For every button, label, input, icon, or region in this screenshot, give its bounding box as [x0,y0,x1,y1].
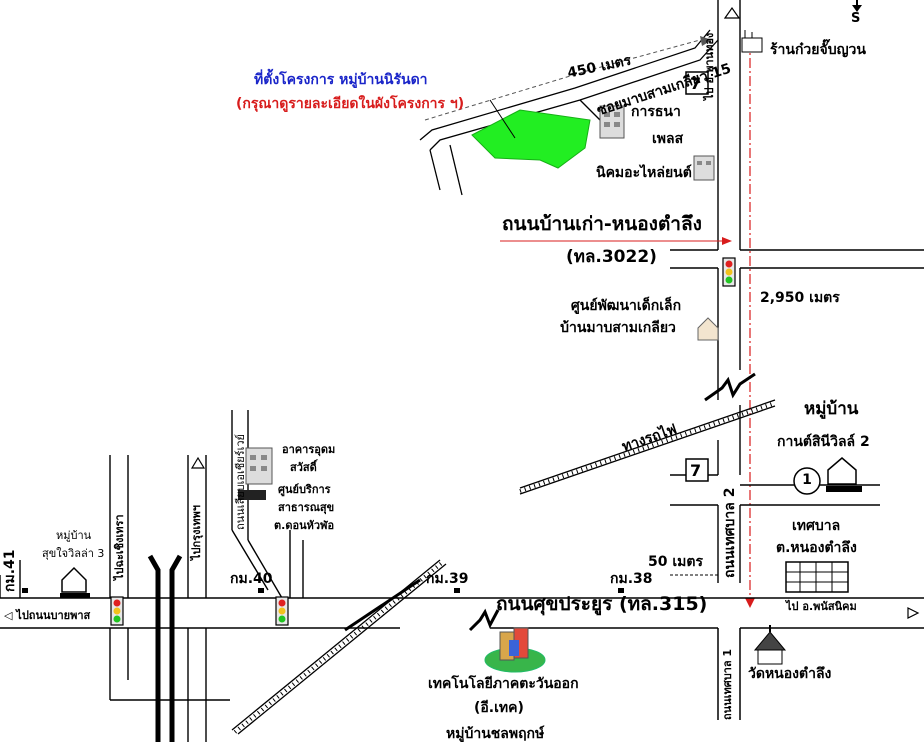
building-icon [599,105,625,139]
soi-arrow-head [700,36,712,46]
road-ban-kao: ถนนบ้านเก่า-หนองตำลึง [502,213,702,235]
landmark-kanthsini-2: กานต์สินีวิลล์ 2 [777,434,870,450]
project-title: ที่ตั้งโครงการ หมู่บ้านนิรันดา [254,72,428,88]
km-markers [22,588,624,593]
seven-eleven-south: 7 [685,458,709,482]
project-note: (กรุณาดูรายละเอียดในผังโครงการ ฯ) [236,96,465,112]
overpass [147,554,183,742]
landmark-health-2: สาธารณสุข [278,501,335,514]
soi-dashed [424,39,701,121]
apartment-icon [238,447,273,500]
landmark-nikhom: นิคมอะไหล่ยนต์ [596,165,692,181]
village-icon-kanthsini [793,457,862,495]
road-break-lower [468,608,500,632]
ban-kao-road [500,240,924,269]
project-pointer [489,99,516,139]
compass-arrow [852,0,862,12]
landmark-kanthsini-1: หมู่บ้าน [804,399,859,419]
landmark-etech-1: เทคโนโลยีภาคตะวันออก [428,676,579,692]
landmark-bottom-village: หมู่บ้านชลพฤกษ์ [446,726,545,742]
label-km38: กม.38 [610,571,653,587]
road-to-bangkok: ไปกรุงเทพฯ [190,505,203,560]
landmark-udom-2: สวัสดิ์ [290,461,317,474]
factory-icon [693,155,715,181]
landmark-tesaban-office-1: เทศบาล [792,518,841,534]
svg-text:7: 7 [690,74,701,93]
road-to-phanthong: ไป อ.พานทอง [703,32,716,100]
landmark-tesaban-office-2: ต.หนองตำลึง [776,540,857,556]
soi-road [419,29,719,196]
landmark-etech-2: (อี.เทค) [474,700,524,716]
railway-upper [519,399,776,495]
railway-lower [231,559,447,735]
main-vertical-road [717,0,741,583]
etech-icon [484,627,546,673]
traffic-light-west [110,596,124,626]
project-plot [471,109,591,169]
landmark-sukjai-2: สุขใจวิลล่า 3 [42,547,105,560]
traffic-light-center [275,596,289,626]
road-hospital: ถนนเลียบเอเชียร์เวย์ [234,434,247,530]
distance-main: 2,950 เมตร [760,290,840,306]
landmark-place: เพลส [652,131,684,147]
route-arrow [745,598,755,608]
office-icon [785,561,849,593]
road-tesaban1: ถนนเทศบาล 1 [721,648,734,720]
landmark-health-3: ต.ดอนหัวฬ่อ [274,519,335,532]
landmark-wat: วัดหนองตำลึง [748,666,832,682]
landmark-childcare-1: ศูนย์พัฒนาเด็กเล็ก [570,298,682,314]
landmark-kanthsini-num: 1 [802,472,812,488]
distance-km38-gap: 50 เมตร [648,554,703,570]
road-to-phanatnikhom: ไป อ.พนัสนิคม [786,600,857,613]
landmark-sukjai-1: หมู่บ้าน [56,529,92,542]
ban-kao-arrow [722,237,732,245]
seven-eleven-north: 7 [685,71,709,95]
landmark-karatana: การธนา [631,104,681,120]
landmark-shop: ร้านก๋วยจั๊บญวน [770,42,866,58]
road-ban-kao-code: (ทล.3022) [566,247,657,267]
sukprayoon-highway [0,597,924,720]
left-vertical-roads [0,410,304,742]
temple-icon [753,625,787,665]
road-sukprayoon: ถนนศุขประยูร (ทล.315) [496,593,708,615]
village-icon-sukjai [60,566,90,598]
landmark-childcare-2: บ้านมาบสามเกลียว [560,320,676,336]
road-tesaban2: ถนนเทศบาล 2 [722,487,738,578]
traffic-light-north [722,257,736,287]
road-to-chachoengsao: ไปฉะเชิงเทรา [113,514,126,580]
svg-text:7: 7 [690,461,701,480]
label-km39: กม.39 [426,571,469,587]
label-km40: กม.40 [230,571,273,587]
house-icon-childcare [697,317,719,341]
label-km41: กม.41 [2,549,18,592]
shop-icon [741,30,763,53]
road-break-upper [704,372,756,402]
landmark-health-1: ศูนย์บริการ [278,483,331,496]
road-to-bang-pakong: ◁ ไปถนนบายพาส [4,609,91,622]
compass-label: S [851,11,861,26]
direction-triangles [190,6,920,619]
landmark-udom-1: อาคารอุดม [282,443,336,456]
